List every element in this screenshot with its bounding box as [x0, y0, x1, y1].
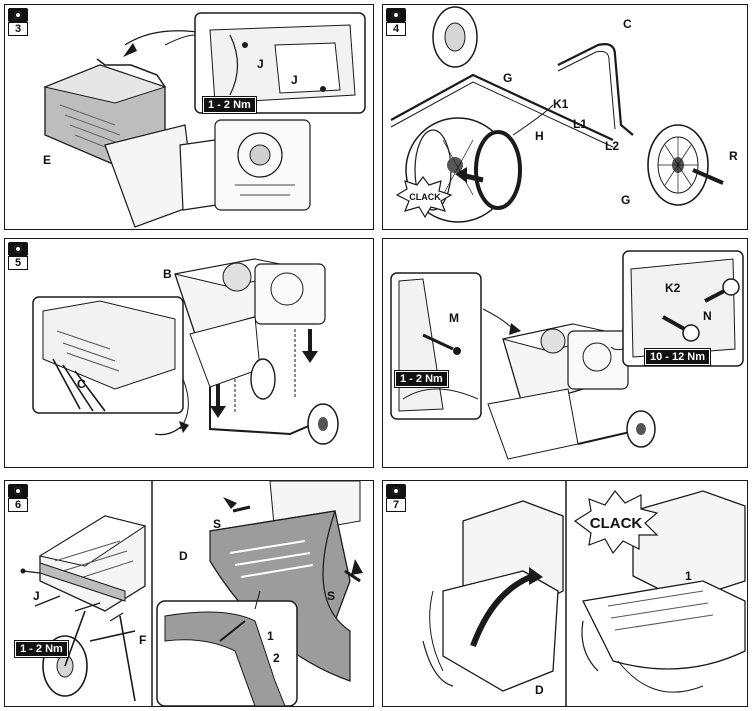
- torque-label: 1 - 2 Nm: [202, 96, 257, 114]
- label-D: D: [179, 549, 188, 563]
- step-5-illustration: [32, 258, 339, 445]
- camera-icon: [386, 484, 406, 498]
- step-number: 6: [8, 498, 28, 512]
- camera-icon: [8, 8, 28, 22]
- step-5b-illustration: [390, 250, 744, 460]
- arrow-icon: [302, 351, 318, 363]
- label-N: N: [703, 309, 712, 323]
- label-2: 2: [273, 651, 280, 665]
- label-S-right: S: [327, 589, 336, 603]
- step-number: 4: [386, 22, 406, 36]
- label-1: 1: [685, 569, 692, 583]
- arrow-icon: [210, 406, 226, 418]
- torque-label-left: 1 - 2 Nm: [394, 370, 449, 388]
- label-K2: K2: [665, 281, 681, 295]
- step-5b-panel: M K2 N 1 - 2 Nm 10 - 12 Nm: [382, 238, 748, 468]
- step-4-badge: 4: [386, 8, 406, 36]
- step-6-illustration: [20, 481, 363, 706]
- label-C: C: [623, 17, 632, 31]
- label-R: R: [729, 149, 738, 163]
- label-B: B: [163, 267, 172, 281]
- label-L2: L2: [605, 139, 620, 153]
- step-5-panel: 5: [4, 238, 374, 468]
- clack-text: CLACK: [589, 515, 643, 532]
- arrow-icon: [123, 43, 137, 57]
- label-F: F: [139, 633, 147, 647]
- label-C: C: [77, 377, 86, 391]
- step-5-badge: 5: [8, 242, 28, 270]
- step-4-panel: 4: [382, 4, 748, 230]
- label-G-top: G: [503, 71, 513, 85]
- step-6-panel: 6 J: [4, 480, 374, 707]
- camera-icon: [386, 8, 406, 22]
- step-number: 5: [8, 256, 28, 270]
- torque-label: 1 - 2 Nm: [14, 640, 69, 658]
- label-D: D: [535, 683, 544, 697]
- label-K1: K1: [553, 97, 569, 111]
- torque-label-right: 10 - 12 Nm: [643, 348, 712, 366]
- arrow-icon: [455, 167, 467, 183]
- label-S-top: S: [213, 517, 222, 531]
- arrow-icon: [529, 567, 543, 585]
- step-number: 7: [386, 498, 406, 512]
- camera-icon: [8, 484, 28, 498]
- label-L1: L1: [573, 117, 588, 131]
- step-6-badge: 6: [8, 484, 28, 512]
- arrow-icon: [223, 497, 237, 509]
- step-3-badge: 3: [8, 8, 28, 36]
- label-1: 1: [267, 629, 274, 643]
- clack-text: CLACK: [409, 192, 441, 202]
- label-J: J: [33, 589, 40, 603]
- step-number: 3: [8, 22, 28, 36]
- label-E: E: [43, 153, 52, 167]
- label-H: H: [535, 129, 544, 143]
- step-7-badge: 7: [386, 484, 406, 512]
- label-M: M: [449, 311, 459, 325]
- step-3-panel: 3 E J: [4, 4, 374, 230]
- arrow-icon: [509, 323, 521, 335]
- arrow-icon: [351, 559, 363, 575]
- camera-icon: [8, 242, 28, 256]
- step-3-illustration: [43, 12, 366, 228]
- step-4-illustration: [390, 6, 724, 223]
- step-7-illustration: [422, 481, 746, 706]
- label-J-upper: J: [257, 57, 264, 71]
- arrow-icon: [179, 421, 189, 433]
- label-J-lower: J: [291, 73, 298, 87]
- label-G-bottom: G: [621, 193, 631, 207]
- step-7-panel: 7 CLACK D 1: [382, 480, 748, 707]
